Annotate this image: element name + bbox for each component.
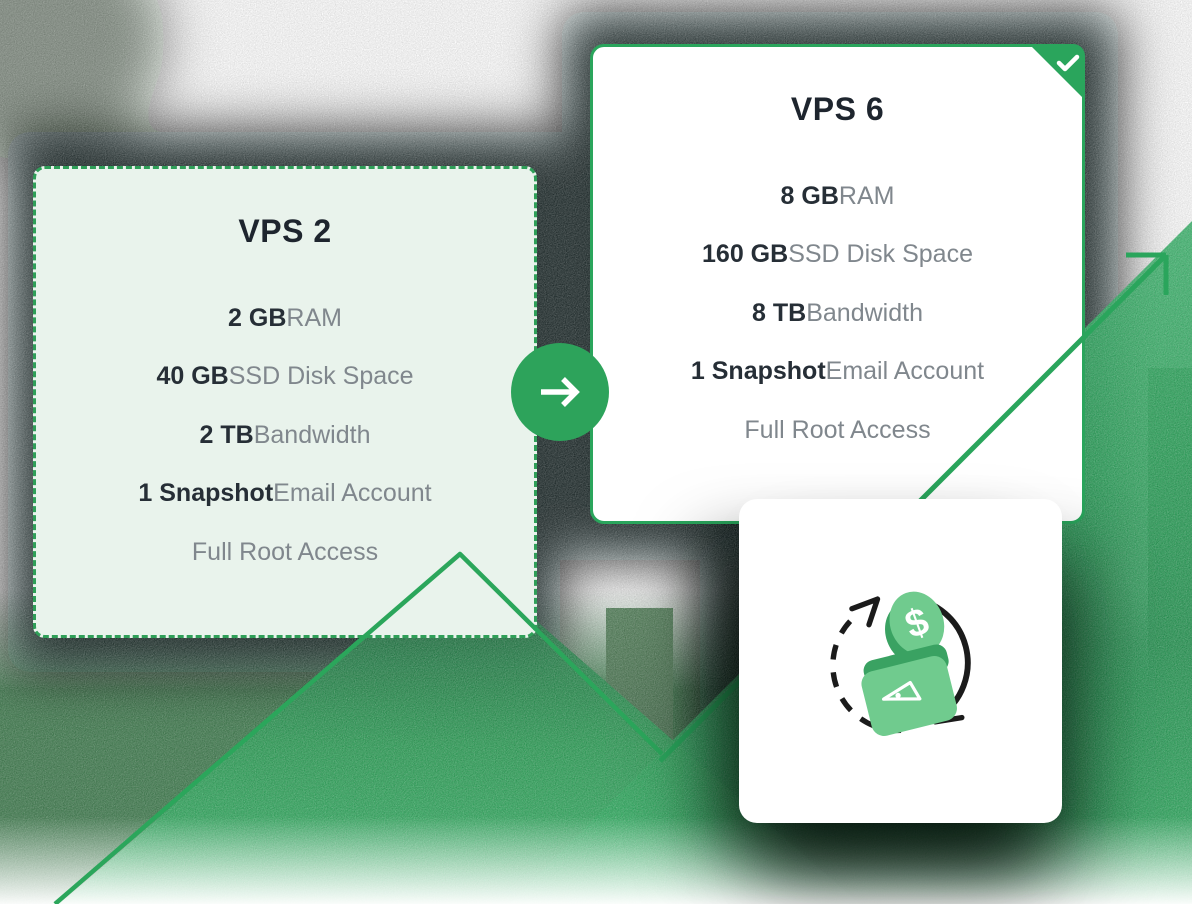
plan-title: VPS 6 — [790, 91, 885, 127]
upgrade-button[interactable] — [511, 343, 609, 441]
spec-line: 8 GB RAM — [593, 167, 1082, 226]
spec-line: 8 TB Bandwidth — [593, 284, 1082, 343]
spec-value: 2 GB — [228, 303, 287, 332]
spec-line: 160 GB SSD Disk Space — [593, 226, 1082, 285]
wallet — [860, 644, 957, 736]
spec-line: 2 GB RAM — [36, 289, 534, 348]
spec-value: 8 TB — [752, 298, 807, 327]
spec-line: 40 GB SSD Disk Space — [36, 348, 534, 407]
spec-value: 1 Snapshot — [690, 357, 826, 386]
spec-line: 1 Snapshot Email Account — [36, 465, 534, 524]
spec-label: Bandwidth — [806, 298, 923, 327]
spec-label: RAM — [286, 303, 342, 332]
spec-label: Full Root Access — [744, 415, 931, 444]
spec-line: Full Root Access — [593, 401, 1082, 460]
spec-value: 40 GB — [156, 362, 229, 391]
spec-value: 160 GB — [702, 240, 789, 269]
check-icon — [1056, 54, 1080, 72]
spec-line: 1 Snapshot Email Account — [593, 343, 1082, 402]
money-back-wallet-icon: $ — [829, 591, 971, 736]
spec-value: 8 GB — [780, 181, 839, 210]
plan-title: VPS 2 — [238, 213, 332, 249]
spec-value: 2 TB — [199, 420, 254, 449]
spec-label: Bandwidth — [253, 420, 371, 449]
arrowhead-up — [848, 596, 880, 628]
spec-label: Email Account — [273, 479, 432, 508]
spec-label: SSD Disk Space — [788, 240, 973, 269]
spec-value: 1 Snapshot — [138, 479, 274, 508]
bottom-white-fade — [0, 816, 1192, 904]
spec-label: SSD Disk Space — [228, 362, 414, 391]
spec-line: 2 TB Bandwidth — [36, 406, 534, 465]
spec-label: Full Root Access — [191, 537, 379, 566]
spec-label: Email Account — [825, 357, 985, 386]
arrow-right-icon — [541, 377, 580, 407]
spec-label: RAM — [838, 181, 895, 210]
spec-line: Full Root Access — [36, 523, 534, 582]
moneyback-card: $ — [739, 499, 1062, 823]
